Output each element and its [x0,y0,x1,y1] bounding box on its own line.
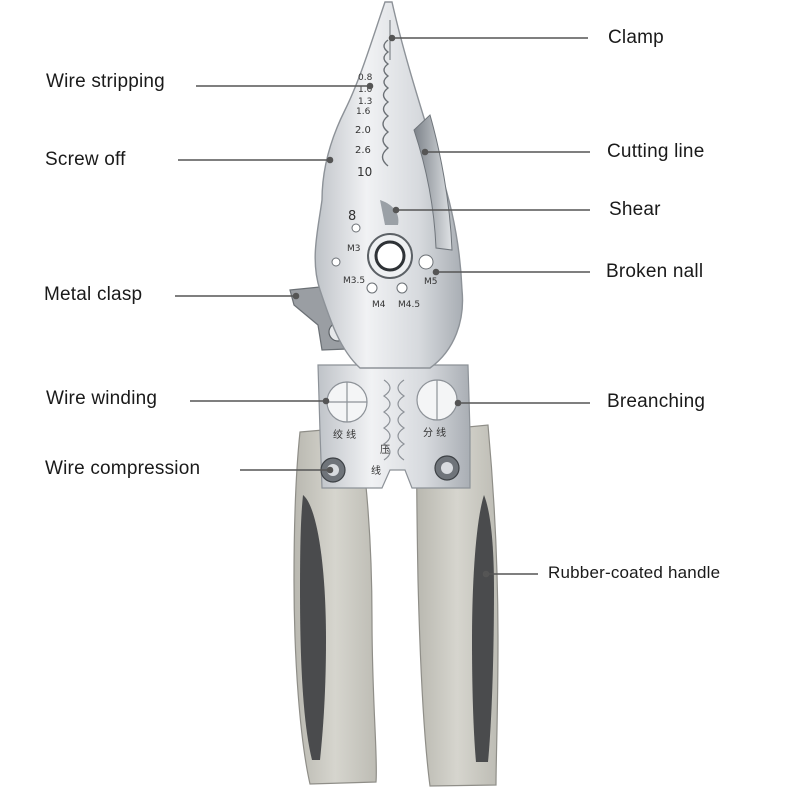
left-handle [293,426,378,785]
label-cutting-line: Cutting line [607,141,705,162]
handle-marks: 绞 线 压 线 分 线 [333,426,446,477]
screw-mark: M4.5 [398,300,420,310]
handle-mark-branch: 分 线 [423,426,446,439]
label-rubber-coated-handle: Rubber-coated handle [548,563,721,582]
crimping-teeth [382,379,406,461]
label-wire-stripping: Wire stripping [46,71,165,92]
gauge-mark: 0.8 [358,73,373,83]
label-broken-nall: Broken nall [606,261,704,282]
compression-plate [317,364,471,489]
handle-mark-press: 压 [380,444,390,456]
gauge-mark: 1.6 [356,107,371,117]
right-handle [415,424,499,787]
leader-lines [175,34,590,578]
label-wire-winding: Wire winding [46,388,158,409]
label-clamp: Clamp [608,27,664,48]
gauge-mark: 1.0 [358,85,373,95]
gauge-mark: 2.0 [355,125,371,136]
screw-mark: M3.5 [343,276,365,286]
screw-mark: 8 [348,209,356,224]
gauge-mark: 2.6 [355,145,371,156]
handle-mark-line: 线 [371,464,381,477]
gauge-mark: 10 [357,165,372,179]
gauge-mark: 1.3 [358,97,372,107]
screw-marks: 8 M3 M3.5 M4 M4.5 M5 [343,209,438,310]
left-rubber-grip [300,495,326,760]
pliers-head [314,1,464,369]
right-rubber-grip [472,495,494,762]
label-breanching: Breanching [607,391,706,412]
screw-mark: M5 [424,277,438,287]
stripping-notches [381,39,390,167]
label-metal-clasp: Metal clasp [44,284,143,305]
screw-mark: M3 [347,244,361,254]
handle-mark-winding: 绞 线 [333,428,356,441]
gauge-marks: 0.8 1.0 1.3 1.6 2.0 2.6 10 [355,73,373,179]
shear-notch [380,200,399,225]
label-screw-off: Screw off [45,149,126,170]
label-shear: Shear [609,199,661,220]
label-wire-compression: Wire compression [45,458,201,479]
screw-mark: M4 [372,300,386,310]
